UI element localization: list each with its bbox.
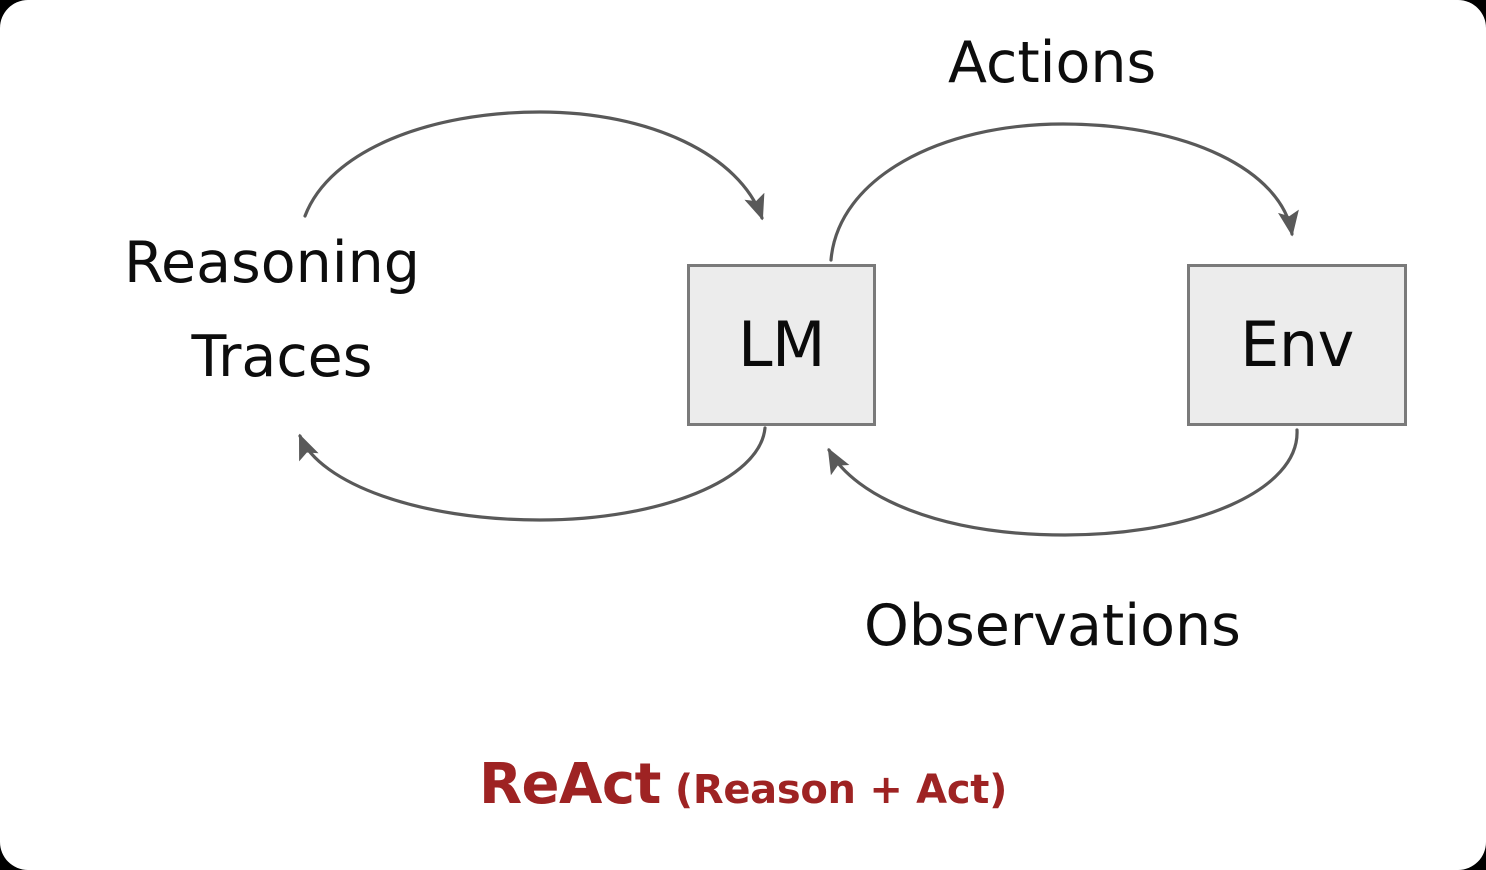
caption-subtitle: (Reason + Act) [674, 767, 1008, 813]
edge-label-reasoning-line1: Reasoning [124, 230, 420, 296]
arrow-actions-lm-to-env [829, 122, 1299, 262]
diagram-caption: ReAct (Reason + Act) [0, 752, 1486, 817]
edge-label-reasoning-line2: Traces [191, 323, 373, 390]
edge-label-actions: Actions [948, 30, 1157, 96]
node-lm-label: LM [737, 308, 826, 381]
arrow-lm-out-to-reasoning-traces [298, 426, 767, 522]
node-env[interactable]: Env [1187, 264, 1407, 426]
edge-label-reasoning-traces: Reasoning Traces [124, 230, 440, 390]
edge-label-observations: Observations [864, 593, 1241, 659]
node-env-label: Env [1240, 308, 1354, 381]
arrow-observations-env-to-lm [827, 428, 1299, 537]
caption-title: ReAct [478, 752, 661, 817]
arrow-reasoning-traces-into-lm [303, 110, 765, 221]
node-lm[interactable]: LM [687, 264, 876, 426]
